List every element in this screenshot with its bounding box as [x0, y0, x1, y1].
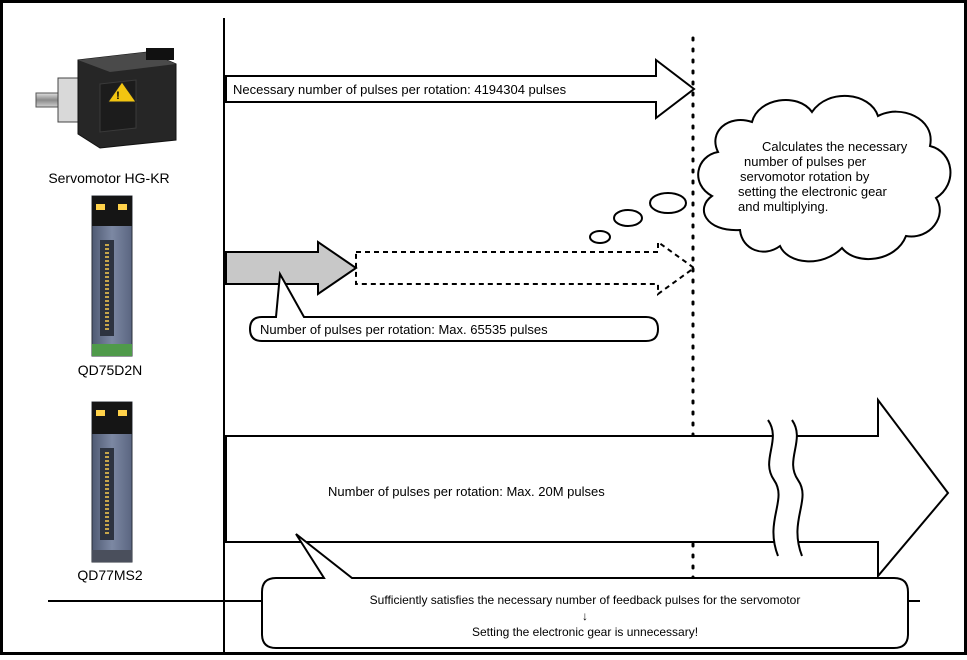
qd77ms2-module-image	[91, 401, 133, 563]
thought-bubble	[589, 95, 952, 263]
qd75-solid-arrow	[225, 240, 358, 296]
servomotor-image: !	[35, 48, 177, 149]
svg-text:!: !	[116, 90, 120, 102]
thought-line-5: and multiplying.	[738, 199, 828, 214]
conclusion-callout-bubble	[261, 533, 909, 649]
qd77-max-label: Number of pulses per rotation: Max. 20M …	[328, 484, 605, 499]
qd75-callout-bubble	[248, 270, 660, 342]
servo-required-label: Necessary number of pulses per rotation:…	[233, 82, 567, 97]
qd75d2n-module-image	[91, 195, 133, 357]
arrow-break-line-right	[791, 419, 804, 557]
qd77-big-arrow	[225, 397, 950, 579]
qd77ms2-label: QD77MS2	[77, 567, 143, 583]
thought-line-2: number of pulses per	[744, 154, 867, 169]
qd75-max-label: Number of pulses per rotation: Max. 6553…	[260, 322, 548, 337]
arrow-break-line-left	[767, 419, 780, 557]
thought-line-3: servomotor rotation by	[740, 169, 870, 184]
thought-line-1: Calculates the necessary	[762, 139, 908, 154]
conclusion-arrow: ↓	[582, 609, 588, 623]
servo-required-arrow	[225, 57, 696, 121]
conclusion-line-1: Sufficiently satisfies the necessary num…	[370, 593, 801, 607]
qd75-dashed-extension-arrow	[355, 240, 696, 296]
thought-line-4: setting the electronic gear	[738, 184, 888, 199]
conclusion-line-2: Setting the electronic gear is unnecessa…	[472, 625, 698, 639]
servomotor-label: Servomotor HG-KR	[48, 170, 169, 186]
qd75d2n-label: QD75D2N	[78, 362, 143, 378]
